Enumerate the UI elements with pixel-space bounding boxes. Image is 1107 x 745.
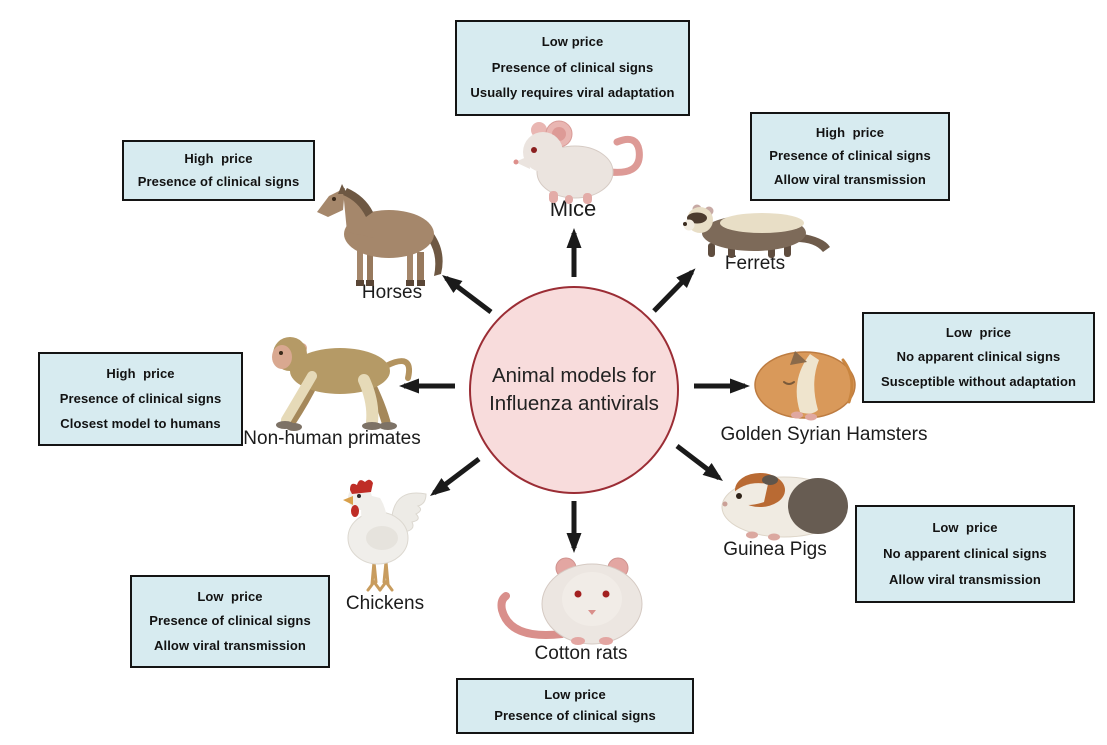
horses-info-box: High price Presence of clinical signs: [122, 140, 315, 201]
arrow-to-guinea-pigs: [675, 444, 723, 482]
cotton-rats-info-box: Low price Presence of clinical signs: [456, 678, 694, 734]
horses-illustration: [317, 184, 443, 286]
guinea-pigs-info-box: Low price No apparent clinical signs All…: [855, 505, 1075, 603]
trait-line: Presence of clinical signs: [137, 173, 300, 189]
center-title-line2: Influenza antivirals: [489, 392, 659, 415]
trait-line: Low price: [945, 325, 1012, 341]
horses-label: Horses: [361, 282, 423, 303]
trait-line: Allow viral transmission: [774, 172, 926, 188]
trait-line: High price: [815, 124, 885, 140]
trait-line: Allow viral transmission: [889, 571, 1041, 587]
trait-line: Low price: [932, 519, 998, 535]
non-human-primates-illustration: [272, 337, 412, 431]
chickens-label: Chickens: [345, 593, 425, 614]
trait-line: Presence of clinical signs: [491, 59, 654, 75]
trait-line: Closest model to humans: [60, 415, 221, 431]
trait-line: Presence of clinical signs: [494, 708, 656, 724]
golden-syrian-hamsters-info-box: Low price No apparent clinical signs Sus…: [862, 312, 1095, 403]
guinea-pigs-label: Guinea Pigs: [723, 539, 827, 560]
trait-line: Presence of clinical signs: [59, 390, 222, 406]
chickens-illustration: [343, 479, 427, 592]
trait-line: No apparent clinical signs: [883, 545, 1047, 561]
trait-line: Presence of clinical signs: [149, 613, 311, 629]
center-circle: Animal models for Influenza antivirals: [469, 286, 679, 494]
trait-line: Susceptible without adaptation: [880, 373, 1077, 389]
chickens-info-box: Low price Presence of clinical signs All…: [130, 575, 330, 668]
golden-syrian-hamsters-illustration: [754, 351, 856, 421]
non-human-primates-info-box: High price Presence of clinical signs Cl…: [38, 352, 243, 446]
ferrets-info-box: High price Presence of clinical signs Al…: [750, 112, 950, 201]
trait-line: Presence of clinical signs: [769, 148, 931, 164]
cotton-rats-illustration: [497, 557, 643, 645]
trait-line: High price: [184, 151, 253, 167]
trait-line: Low price: [541, 34, 604, 50]
ferrets-label: Ferrets: [724, 253, 786, 274]
mice-info-box: Low price Presence of clinical signs Usu…: [455, 20, 690, 116]
trait-line: Low price: [197, 588, 263, 604]
trait-line: Low price: [544, 687, 606, 703]
golden-syrian-hamsters-label: Golden Syrian Hamsters: [720, 424, 928, 445]
trait-line: No apparent clinical signs: [896, 349, 1061, 365]
mice-illustration: [513, 120, 643, 204]
arrow-to-ferrets: [652, 268, 696, 313]
center-title-line1: Animal models for: [491, 364, 657, 388]
arrow-to-horses: [442, 274, 493, 314]
cotton-rats-label: Cotton rats: [534, 643, 628, 664]
trait-line: Usually requires viral adaptation: [470, 85, 675, 101]
arrow-to-chickens: [430, 457, 481, 497]
trait-line: High price: [106, 365, 175, 381]
non-human-primates-label: Non-human primates: [243, 428, 421, 449]
guinea-pigs-illustration: [721, 473, 848, 541]
ferrets-illustration: [683, 204, 830, 258]
trait-line: Allow viral transmission: [154, 638, 306, 654]
